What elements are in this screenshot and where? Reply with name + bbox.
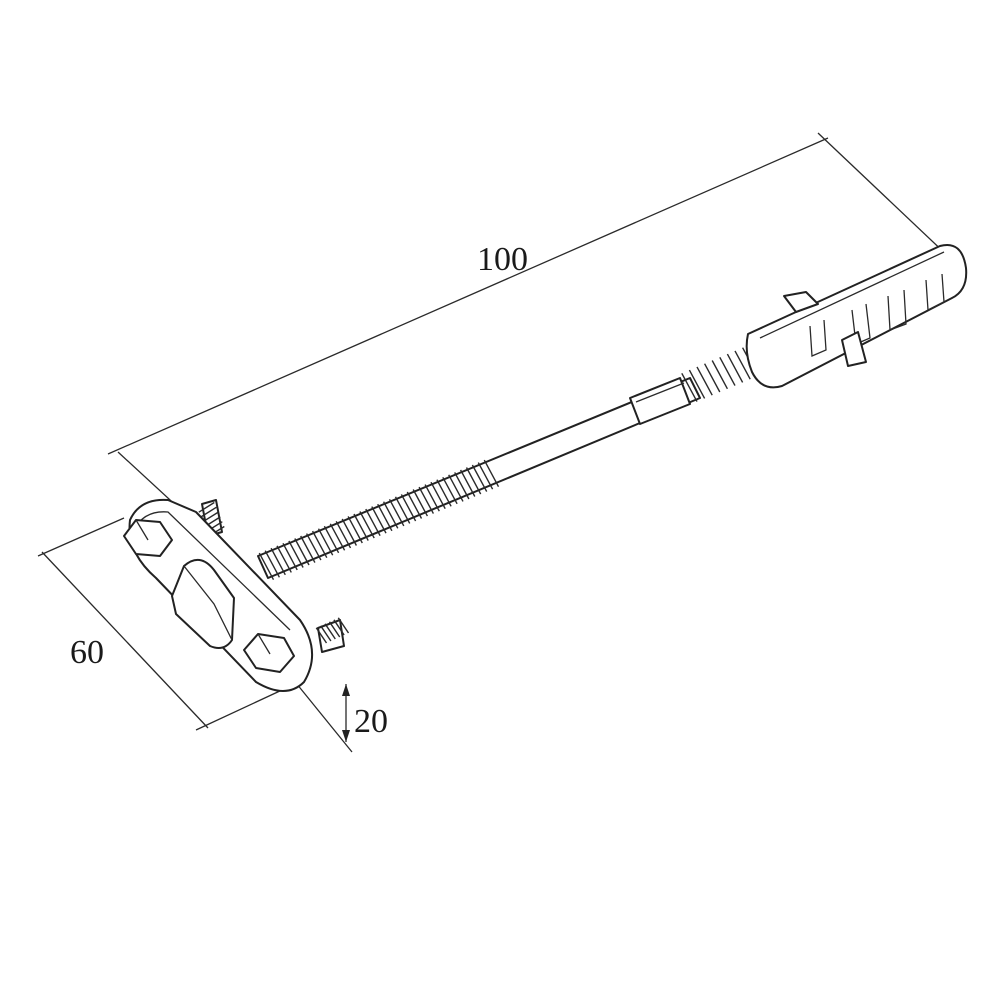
top-stud-threads bbox=[198, 501, 225, 537]
wall-plug-body bbox=[745, 244, 968, 389]
wall-plug-fin-bottom bbox=[841, 331, 867, 367]
width-extension-line-top bbox=[37, 517, 125, 557]
rod-thread-ring bbox=[305, 533, 322, 561]
height-dimension: 20 bbox=[291, 677, 388, 753]
rod-thread-ring bbox=[377, 503, 393, 532]
threaded-rod bbox=[257, 340, 774, 581]
rod-thread-ring bbox=[288, 540, 304, 568]
rod-thread-ring bbox=[436, 479, 452, 507]
rod-thread-ring bbox=[264, 550, 281, 578]
bottom-stud-thread-ring bbox=[333, 619, 345, 636]
rod-thread-ring bbox=[465, 467, 482, 495]
top-hex-nut-edge bbox=[135, 519, 149, 541]
rod-thread-ring bbox=[388, 498, 405, 527]
tip-thread-ring bbox=[734, 350, 751, 380]
height-arrow-bottom bbox=[342, 730, 350, 742]
tip-thread-ring bbox=[696, 366, 713, 396]
rod-thread-ring bbox=[418, 486, 435, 514]
rod-thread-ring bbox=[341, 518, 358, 546]
width-extension-line-bottom bbox=[195, 689, 283, 731]
wall-plug-slot-4 bbox=[925, 273, 945, 312]
bottom-stud-thread-ring bbox=[320, 625, 332, 642]
bottom-stud-thread-ring bbox=[337, 617, 350, 634]
rod-thread-ring bbox=[459, 469, 476, 497]
rod-thread-ring bbox=[400, 494, 417, 522]
clamp-assembly bbox=[123, 498, 350, 692]
wall-plug-fin-top bbox=[783, 291, 819, 313]
height-extension-line bbox=[291, 677, 353, 753]
clamp-saddle-edge bbox=[183, 565, 233, 641]
tip-thread-ring bbox=[681, 372, 698, 402]
rod-thread-ring bbox=[282, 542, 298, 571]
rod-thread-ring bbox=[365, 508, 381, 537]
rod-thread-ring bbox=[347, 516, 363, 544]
rod-hex-collar bbox=[629, 377, 691, 425]
bottom-stud-thread-ring bbox=[324, 623, 336, 640]
width-dimension: 60 bbox=[37, 517, 283, 731]
width-dimension-label: 60 bbox=[70, 634, 104, 671]
clamp-saddle bbox=[171, 559, 235, 649]
rod-thread-ring bbox=[258, 552, 275, 581]
rod-thread-ring bbox=[442, 476, 458, 505]
tip-thread-ring bbox=[711, 360, 729, 390]
rod-thread-ring bbox=[359, 511, 375, 539]
length-dimension: 100 bbox=[107, 132, 951, 547]
rod-thread-ring bbox=[270, 547, 286, 576]
wall-plug-slot-3 bbox=[887, 289, 907, 331]
rod-thread-ring bbox=[412, 489, 429, 517]
rod-thread-ring bbox=[430, 481, 446, 510]
bottom-stud-thread-ring bbox=[328, 621, 341, 638]
height-dimension-label: 20 bbox=[354, 703, 388, 740]
rod-thread-ring bbox=[477, 462, 494, 490]
rod-thread-ring bbox=[276, 545, 292, 573]
rod-thread-ring bbox=[394, 496, 411, 524]
tip-thread-ring bbox=[719, 356, 736, 386]
length-dimension-line bbox=[107, 137, 829, 455]
tip-thread-ring bbox=[726, 353, 744, 383]
rod-collar-edge bbox=[635, 382, 685, 403]
rod-thread-ring bbox=[382, 501, 399, 529]
top-stud-thread-ring bbox=[202, 511, 219, 523]
height-arrow-top bbox=[342, 684, 350, 696]
rod-thread-ring bbox=[454, 472, 470, 500]
rod-thread-ring bbox=[406, 491, 423, 519]
rod-thread-ring bbox=[371, 506, 387, 534]
rod-thread-ring bbox=[424, 484, 440, 512]
bottom-stud bbox=[317, 619, 345, 653]
rod-thread-ring bbox=[448, 474, 464, 502]
rod-thread-ring bbox=[329, 523, 346, 551]
rod-thread-ring bbox=[353, 513, 369, 541]
width-dimension-line bbox=[41, 551, 209, 729]
wall-plug-slot-2 bbox=[851, 303, 871, 345]
rod-thread-ring bbox=[311, 530, 328, 559]
wall-plug bbox=[745, 244, 968, 389]
rod-thread-ring bbox=[317, 528, 334, 556]
top-stud-thread-ring bbox=[198, 501, 215, 513]
bottom-stud-thread-ring bbox=[315, 627, 328, 644]
rod-thread-ring bbox=[294, 538, 310, 566]
tip-thread-ring bbox=[703, 363, 721, 393]
wall-plug-slot-1 bbox=[809, 319, 827, 357]
wall-plug-ridge bbox=[759, 251, 945, 339]
rod-thread-ring bbox=[335, 520, 352, 549]
length-dimension-label: 100 bbox=[477, 241, 528, 278]
rod-thread-ring bbox=[300, 535, 316, 563]
bottom-stud-threads bbox=[315, 617, 350, 644]
rod-threads bbox=[258, 459, 500, 581]
tip-thread-ring bbox=[688, 369, 706, 399]
rod-thread-ring bbox=[323, 525, 340, 554]
rod-thread-ring bbox=[471, 464, 488, 492]
length-extension-line-right bbox=[817, 132, 951, 259]
rod-thread-ring bbox=[483, 459, 500, 488]
top-stud-thread-ring bbox=[200, 506, 217, 518]
bottom-hex-nut-edge bbox=[257, 633, 271, 655]
